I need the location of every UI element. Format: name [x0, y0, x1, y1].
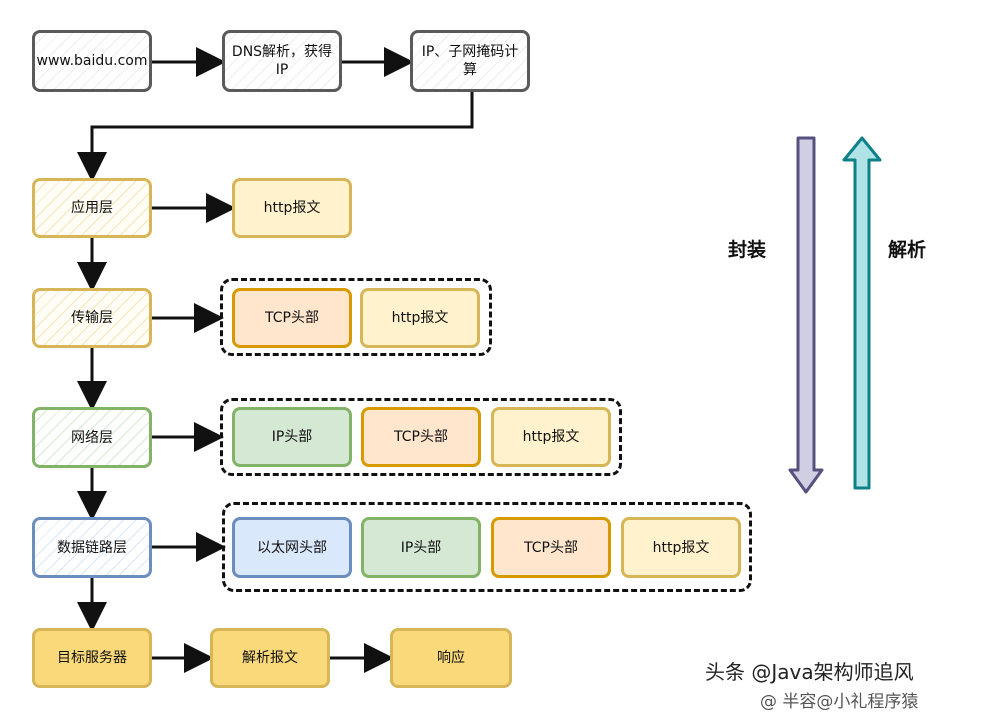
- response-box: 响应: [390, 628, 512, 688]
- parse-arrow-icon: [842, 136, 882, 490]
- ip-header: IP头部: [361, 517, 481, 578]
- transport-packet-group: [220, 278, 492, 356]
- http-packet: http报文: [360, 288, 480, 348]
- watermark-primary: 头条 @Java架构师追风: [705, 660, 914, 684]
- dns-box: DNS解析，获得IP: [222, 30, 342, 92]
- ethernet-header: 以太网头部: [232, 517, 352, 578]
- http-packet: http报文: [232, 178, 352, 238]
- http-packet: http报文: [621, 517, 741, 578]
- target-server: 目标服务器: [32, 628, 152, 688]
- datalink-layer: 数据链路层: [32, 517, 152, 578]
- network-packet-group: [220, 398, 622, 476]
- url-box: www.baidu.com: [32, 30, 152, 92]
- subnet-box: IP、子网掩码计算: [410, 30, 530, 92]
- http-packet: http报文: [491, 407, 611, 467]
- parse-label: 解析: [888, 239, 927, 261]
- tcp-header: TCP头部: [491, 517, 611, 578]
- transport-layer: 传输层: [32, 288, 152, 348]
- parse-packet-box: 解析报文: [210, 628, 330, 688]
- tcp-header: TCP头部: [232, 288, 352, 348]
- ip-header: IP头部: [232, 407, 352, 467]
- application-layer: 应用层: [32, 178, 152, 238]
- encapsulate-arrow-icon: [788, 136, 824, 494]
- network-layer: 网络层: [32, 407, 152, 468]
- tcp-header: TCP头部: [361, 407, 481, 467]
- encapsulate-label: 封装: [728, 239, 767, 261]
- watermark-secondary: @ 半容@小礼程序猿: [760, 692, 919, 712]
- datalink-packet-group: [222, 502, 752, 592]
- arrow-ip-app: [77, 92, 474, 182]
